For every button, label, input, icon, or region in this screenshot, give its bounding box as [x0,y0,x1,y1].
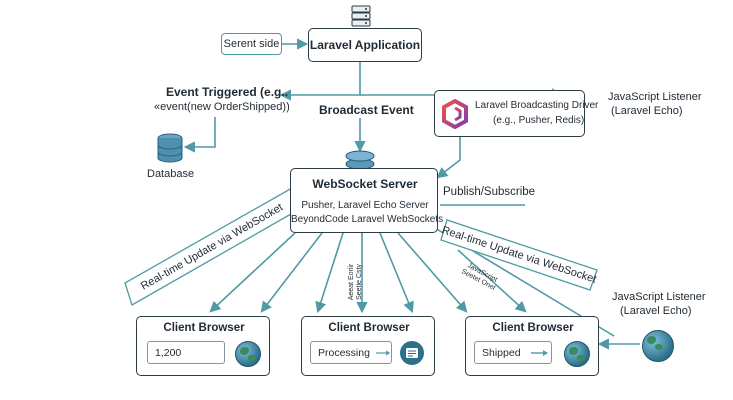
arrow-server-to-client-3a [397,232,468,313]
small-label-1: Aeeat Eoriir Seetie Csty [348,264,364,301]
js-listener-top-line2: (Laravel Echo) [611,105,683,117]
arrow-server-to-client-1b [260,232,323,313]
client-browser-3-value-field[interactable]: Shipped [474,341,552,364]
client-browser-1-value: 1,200 [155,346,182,359]
arrow-event-to-database [183,117,216,153]
server-side-label: Serent side [221,33,282,55]
client-browser-1: Client Browser 1,200 [136,316,270,376]
js-listener-top-line1: JavaScript Listener [608,91,702,103]
broadcast-event-label: Broadcast Event [319,103,414,117]
arrow-driver-to-server [436,137,461,179]
driver-line2: (e.g., Pusher, Redis) [493,115,585,126]
laravel-logo-icon [441,98,469,130]
receipt-icon [400,341,424,365]
globe-icon [235,341,261,367]
arrow-server-to-client-1a [209,232,296,313]
client-browser-3: Client Browser Shipped [465,316,599,376]
arrow-app-to-event [279,62,361,101]
client-browser-3-value: Shipped [482,346,521,359]
globe-icon [642,330,674,362]
client-browser-2: Client Browser Processing [301,316,435,376]
server-rack-icon [351,5,371,27]
js-listener-bottom-line1: JavaScript Listener [612,291,706,303]
arrow-server-to-client-2a [315,232,344,314]
realtime-banner-right-shape [440,219,598,291]
websocket-server-box: WebSocket Server Pusher, Laravel Echo Se… [290,168,444,233]
small-label-1-line1: Aeeat Eoriir [348,263,355,301]
laravel-application-box: Laravel Application [308,28,422,62]
client-browser-3-title: Client Browser [492,322,574,334]
websocket-server-line1: Pusher, Laravel Echo Server [301,200,429,211]
client-browser-2-value: Processing [318,346,370,359]
arrow-right-icon [375,349,391,356]
laravel-application-label: Laravel Application [309,38,421,52]
broadcasting-driver-box: Laravel Broadcasting Driver (e.g., Pushe… [434,90,598,137]
publish-subscribe-label: Publish/Subscribe [443,186,536,198]
database-label: Database [147,168,195,180]
server-side-text: Serent side [223,38,280,50]
websocket-server-line2: BeyondCode Laravel WebSockets [291,214,444,225]
arrow-right-icon [530,349,548,356]
small-label-1-line2: Seetie Csty [356,264,363,300]
event-triggered-title: Event Triggered (e.g.. [166,85,289,99]
client-browser-1-value-field[interactable]: 1,200 [147,341,225,364]
driver-line1: Laravel Broadcasting Driver [475,100,599,111]
event-code: «event(new OrderShipped)) [154,101,290,113]
client-browser-2-title: Client Browser [328,322,410,334]
globe-icon [564,341,590,367]
arrow-server-to-client-3c [457,249,527,313]
js-listener-bottom-line2: (Laravel Echo) [620,305,692,317]
arrow-server-to-client-2c [379,232,414,314]
database-icon [157,133,183,163]
websocket-server-title: WebSocket Server [312,177,418,191]
client-browser-1-title: Client Browser [163,322,245,334]
client-browser-2-value-field[interactable]: Processing [310,341,392,364]
